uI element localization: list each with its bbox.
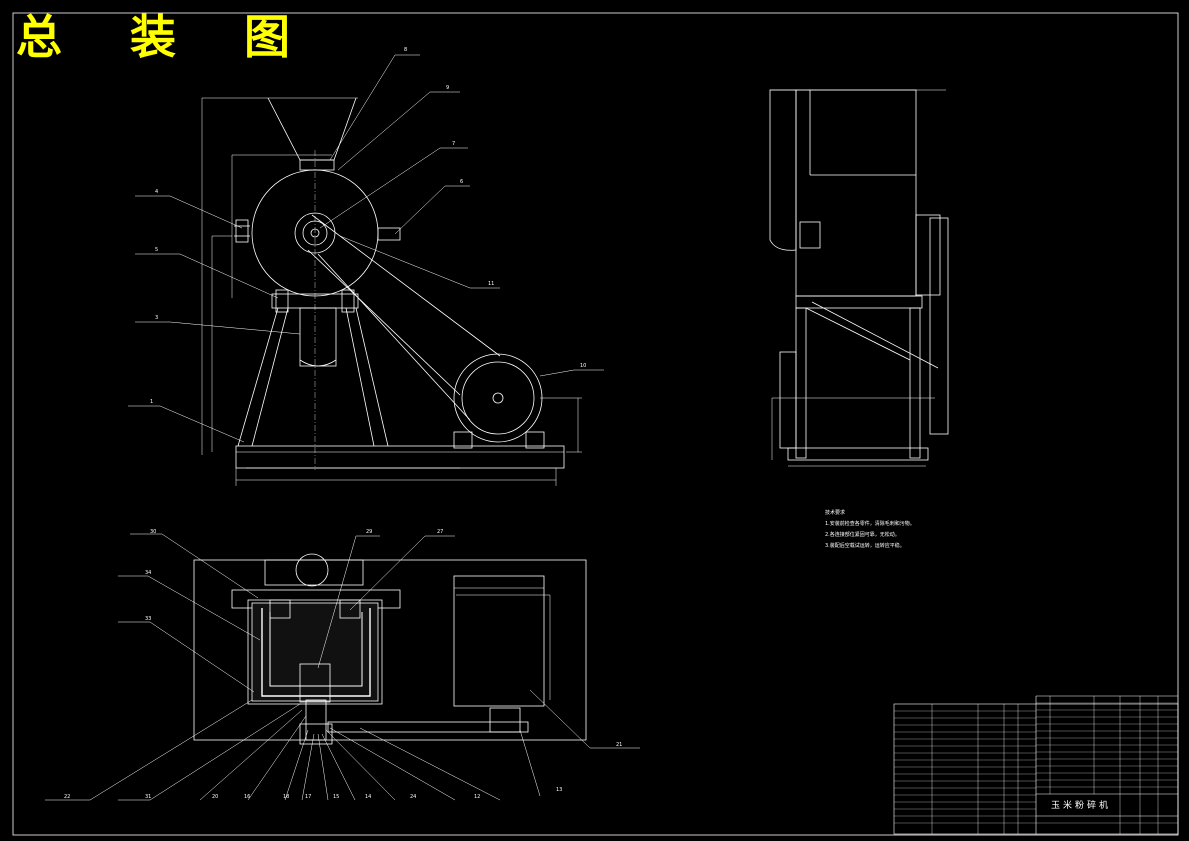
callout-label: 5: [155, 247, 159, 253]
callout-label: 7: [452, 141, 456, 147]
callout-label: 3: [155, 315, 159, 321]
callout-label: 17: [305, 794, 312, 800]
callout-label: 27: [437, 529, 444, 535]
callout-label: 16: [244, 794, 251, 800]
callout-label: 1: [150, 399, 154, 405]
plan-view: [45, 533, 640, 801]
notes-heading: 技术要求: [825, 510, 846, 516]
callout-label: 14: [365, 794, 372, 800]
callout-label: 29: [366, 529, 373, 535]
note-line: 3.装配后空载试运转，运转应平稳。: [825, 543, 905, 549]
callout-label: 33: [145, 616, 152, 622]
technical-notes: 技术要求 1.安装前检查各零件，清除毛刺和污物。 2.各连接部位紧固可靠，无松动…: [825, 508, 915, 552]
side-view: [769, 89, 949, 467]
callout-label: 34: [145, 570, 152, 576]
callout-label: 24: [410, 794, 417, 800]
callout-label: 9: [446, 85, 450, 91]
callout-label: 13: [556, 787, 563, 793]
title-block: [893, 695, 1179, 835]
callout-label: 20: [212, 794, 219, 800]
callout-label: 11: [488, 281, 495, 287]
callout-label: 15: [333, 794, 340, 800]
front-view: [128, 54, 604, 486]
callout-label: 21: [616, 742, 623, 748]
drawing-border: [12, 12, 1179, 836]
callout-label: 31: [145, 794, 152, 800]
callout-label: 18: [283, 794, 290, 800]
note-line: 1.安装前检查各零件，清除毛刺和污物。: [825, 521, 915, 527]
callout-label: 4: [155, 189, 159, 195]
note-line: 2.各连接部位紧固可靠，无松动。: [825, 532, 900, 538]
callout-label: 6: [460, 179, 464, 185]
drawing-title: 总 装 图: [16, 10, 317, 64]
callout-label: 30: [150, 529, 157, 535]
callout-label: 12: [474, 794, 481, 800]
callout-label: 8: [404, 47, 408, 53]
callout-label: 10: [580, 363, 587, 369]
machine-name: 玉米粉碎机: [1051, 801, 1112, 811]
callout-label: 22: [64, 794, 71, 800]
